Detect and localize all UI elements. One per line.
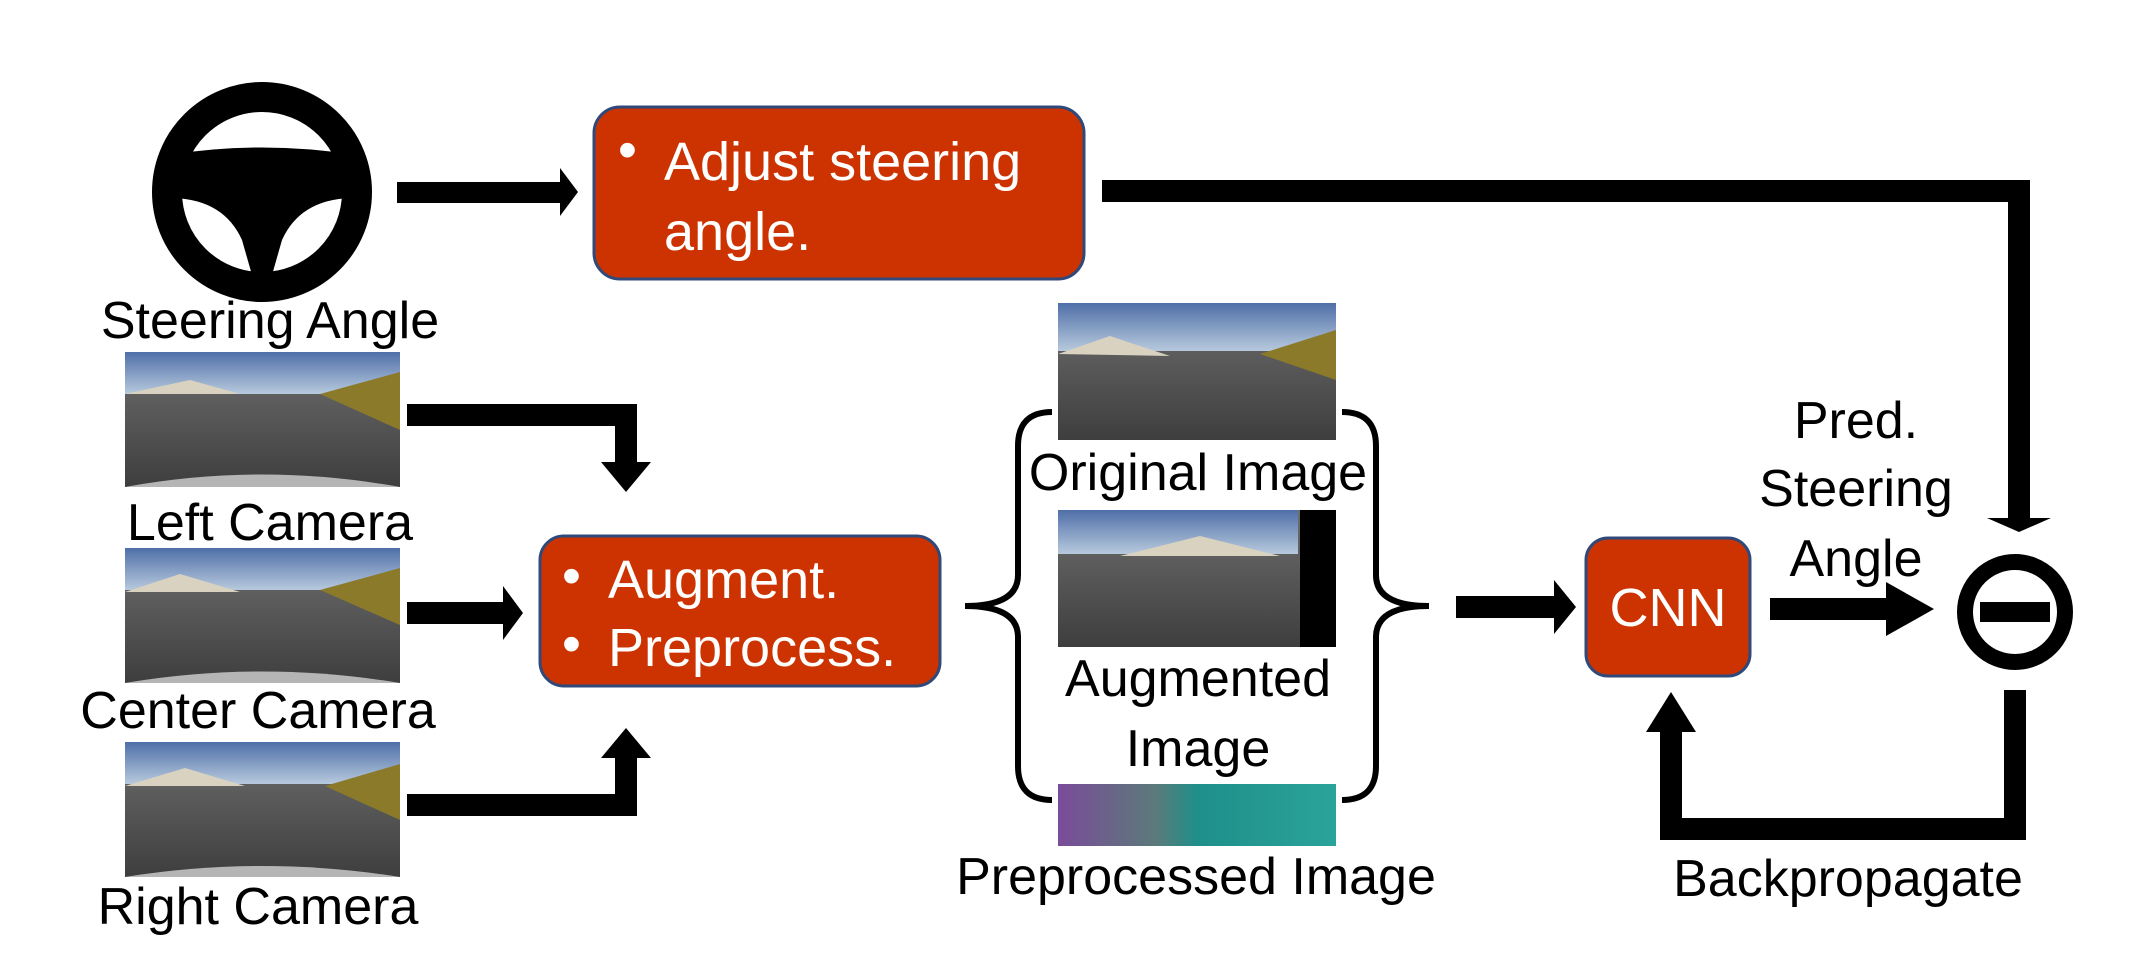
- svg-text:•: •: [618, 120, 637, 180]
- preprocessed-image: [1058, 784, 1336, 846]
- arrow-steering-to-adjust: [397, 168, 578, 216]
- arrow-right-camera-to-augment: [407, 728, 651, 816]
- preprocessed-image-label: Preprocessed Image: [956, 848, 1436, 906]
- arrow-cnn-to-subtract: [1770, 582, 1934, 636]
- cnn-box: CNN: [1584, 536, 1752, 678]
- pred-line1: Pred.: [1794, 392, 1918, 450]
- left-brace: [964, 409, 1053, 803]
- augmented-image: [1058, 510, 1336, 647]
- arrow-adjust-to-subtract: [1102, 180, 2051, 532]
- pred-line2: Steering: [1759, 460, 1953, 518]
- adjust-steering-line1: Adjust steering: [664, 132, 1021, 192]
- cnn-label: CNN: [1610, 578, 1727, 638]
- left-camera-label: Left Camera: [127, 494, 413, 552]
- preprocess-item: Preprocess.: [608, 618, 896, 678]
- original-image: [1058, 303, 1336, 440]
- augment-preprocess-box: • Augment. • Preprocess.: [538, 534, 942, 688]
- steering-angle-label: Steering Angle: [101, 292, 439, 350]
- augment-item: Augment.: [608, 550, 839, 610]
- right-camera-label: Right Camera: [98, 878, 419, 936]
- arrow-center-camera-to-augment: [407, 586, 523, 640]
- right-brace: [1341, 409, 1430, 803]
- center-camera-label: Center Camera: [80, 682, 436, 740]
- steering-wheel-icon: [152, 82, 372, 302]
- adjust-steering-box: • Adjust steering angle.: [592, 105, 1086, 281]
- arrow-left-camera-to-augment: [407, 404, 651, 492]
- center-camera-image: [125, 548, 400, 683]
- arrow-backpropagate: [1646, 690, 2026, 840]
- right-camera-image: [125, 742, 400, 877]
- svg-text:•: •: [562, 546, 581, 606]
- pred-line3: Angle: [1790, 530, 1923, 588]
- original-image-label: Original Image: [1029, 444, 1367, 502]
- adjust-steering-line2: angle.: [664, 202, 811, 262]
- minus-circle-icon: [1957, 554, 2073, 670]
- arrow-images-to-cnn: [1456, 580, 1576, 634]
- left-camera-image: [125, 352, 400, 487]
- augmented-image-label-1: Augmented: [1065, 650, 1331, 708]
- backpropagate-label: Backpropagate: [1673, 850, 2023, 908]
- augmented-image-label-2: Image: [1126, 720, 1271, 778]
- svg-text:•: •: [562, 614, 581, 674]
